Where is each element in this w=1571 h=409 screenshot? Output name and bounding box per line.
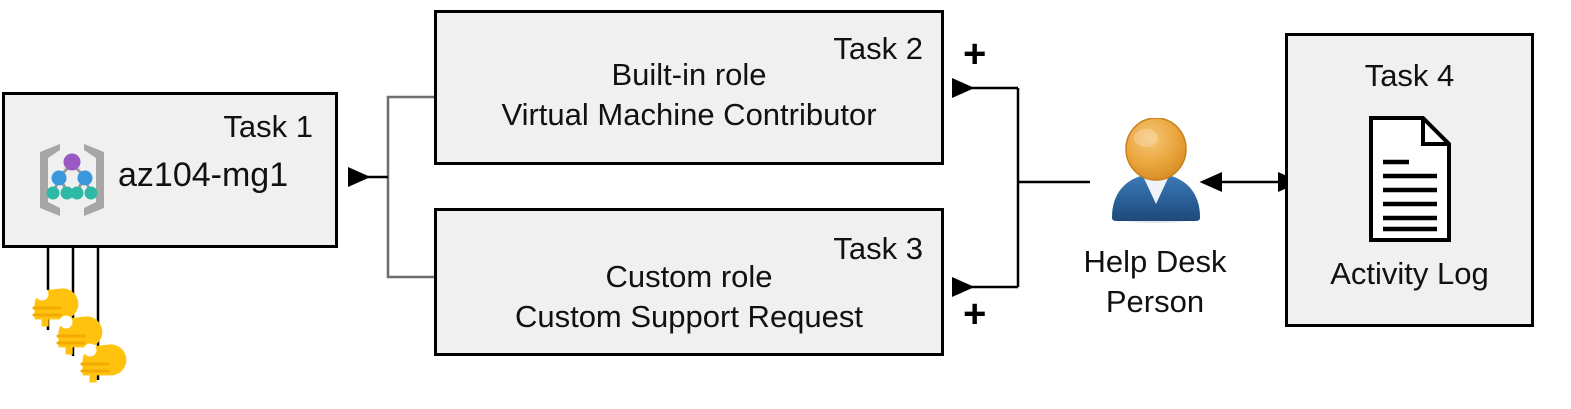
person-label-line-2: Person xyxy=(1105,283,1205,319)
task-1-tag: Task 1 xyxy=(223,109,313,144)
document-icon xyxy=(1368,116,1451,242)
management-group-icon xyxy=(40,144,104,216)
person-label-line-1: Help Desk xyxy=(1083,244,1227,279)
person-label: Help Desk Person xyxy=(1055,242,1255,321)
task-4-label: Activity Log xyxy=(1330,256,1489,291)
key-1 xyxy=(32,287,79,327)
task-1-label: az104-mg1 xyxy=(118,156,289,194)
task-4-box[interactable]: Task 4 Activity Log xyxy=(1285,33,1534,327)
plus-operator-top: + xyxy=(963,32,987,76)
task-3-text: Custom role Custom Support Request xyxy=(437,257,941,338)
key-3 xyxy=(80,343,127,383)
task-3-line-1: Custom role xyxy=(605,259,773,294)
task-3-line-2: Custom Support Request xyxy=(514,299,864,335)
task-3-box[interactable]: Task 3 Custom role Custom Support Reques… xyxy=(434,208,944,356)
keys-icon xyxy=(32,287,127,383)
task-2-line-2: Virtual Machine Contributor xyxy=(501,97,877,133)
task-2-text: Built-in role Virtual Machine Contributo… xyxy=(437,55,941,136)
user-icon xyxy=(1112,118,1200,223)
task-2-line-1: Built-in role xyxy=(611,57,767,92)
task-2-box[interactable]: Task 2 Built-in role Virtual Machine Con… xyxy=(434,10,944,165)
task-2-tag: Task 2 xyxy=(833,31,923,66)
roles-to-task1-connector xyxy=(348,95,434,279)
task-1-box[interactable]: Task 1 xyxy=(2,92,338,248)
plus-operator-bottom: + xyxy=(963,292,987,336)
task-4-tag: Task 4 xyxy=(1364,58,1455,93)
task-3-tag: Task 3 xyxy=(833,231,923,266)
